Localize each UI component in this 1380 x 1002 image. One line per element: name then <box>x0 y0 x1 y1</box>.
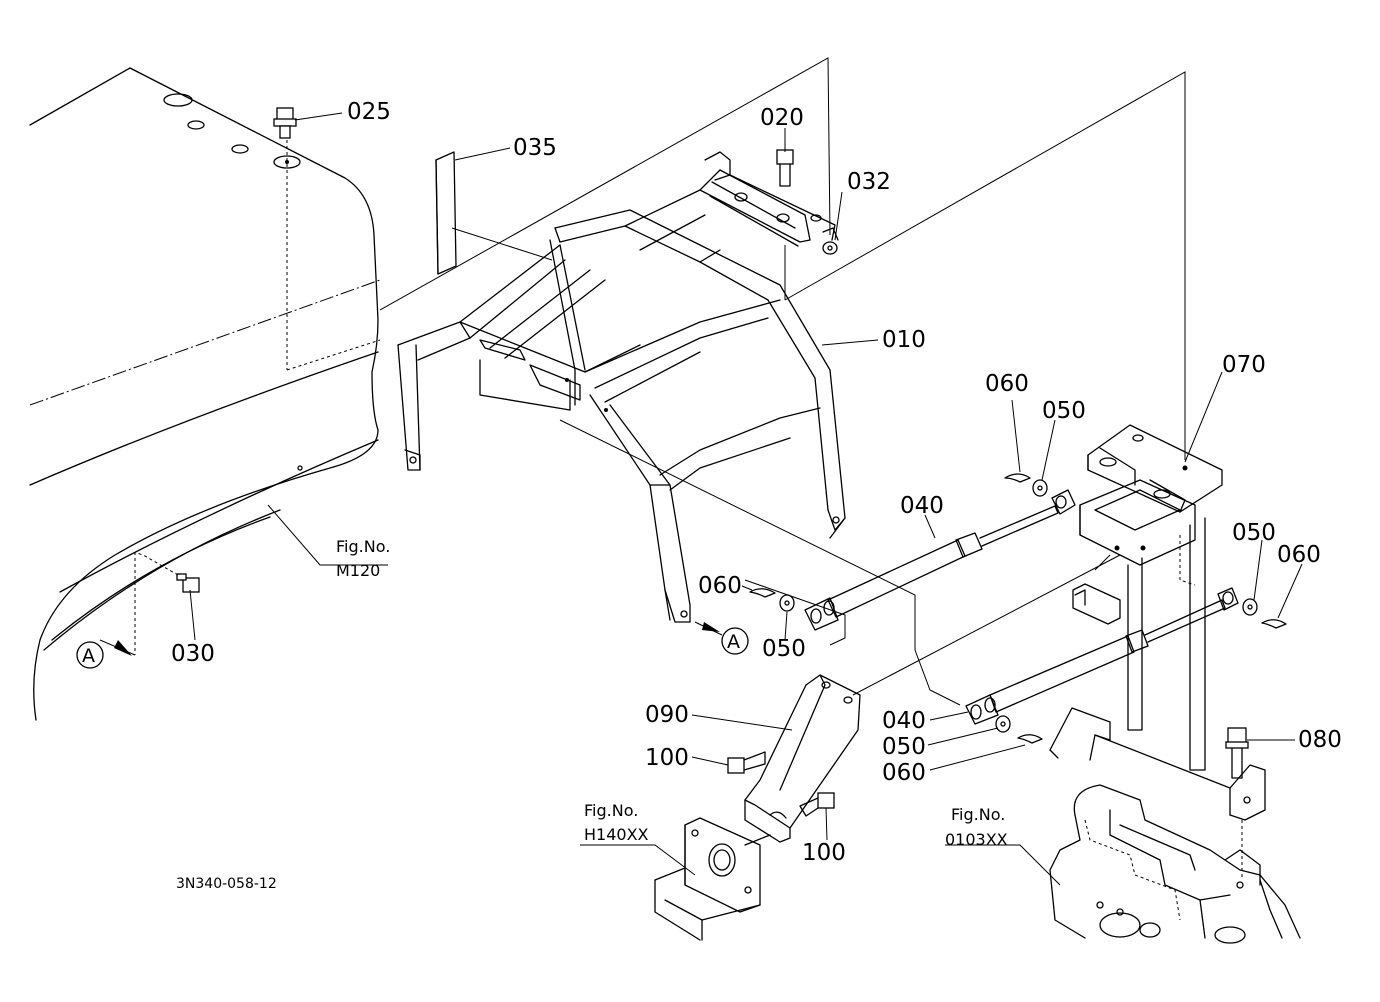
callout-100-left: 100 <box>645 745 689 771</box>
view-marker-left: A <box>76 552 136 669</box>
callout-labels: 025 035 020 032 010 060 050 070 040 050 … <box>171 99 1342 866</box>
fig-0103-title: Fig.No. <box>951 805 1005 824</box>
callout-060-top: 060 <box>985 371 1029 397</box>
fig-0103-code: 0103XX <box>945 830 1008 849</box>
washers-and-pins <box>749 473 1287 744</box>
gas-spring-upper <box>804 489 1076 631</box>
stand-070 <box>1049 424 1266 880</box>
callout-070: 070 <box>1222 352 1266 378</box>
callout-050-left: 050 <box>762 636 806 662</box>
bolt-025 <box>273 107 381 371</box>
callout-050-top: 050 <box>1042 398 1086 424</box>
callout-050-lower: 050 <box>882 734 926 760</box>
callout-060-right: 060 <box>1277 542 1321 568</box>
callout-060-lower: 060 <box>882 760 926 786</box>
callout-025: 025 <box>347 99 391 125</box>
fig-m120-code: M120 <box>336 561 380 580</box>
callout-030: 030 <box>171 641 215 667</box>
callout-020: 020 <box>760 105 804 131</box>
fig-h140-code: H140XX <box>584 825 649 844</box>
callout-035: 035 <box>513 135 557 161</box>
frame-010 <box>397 169 846 623</box>
callout-100-bottom: 100 <box>802 840 846 866</box>
bracket-090 <box>727 674 861 843</box>
shaft-assembly <box>699 149 839 255</box>
gas-spring-lower <box>965 587 1239 725</box>
hood-outline <box>29 67 381 721</box>
view-marker-label-left: A <box>82 645 95 667</box>
fig-m120-title: Fig.No. <box>336 537 390 556</box>
leader-lines <box>189 112 1303 886</box>
view-marker-center: A <box>694 621 749 655</box>
mount-h140 <box>654 817 771 941</box>
transmission-0103 <box>1049 784 1301 944</box>
callout-090: 090 <box>645 702 689 728</box>
phantom-lines <box>379 57 1186 706</box>
callout-080: 080 <box>1298 727 1342 753</box>
figure-references: Fig.No. M120 Fig.No. H140XX Fig.No. 0103… <box>336 537 1008 849</box>
fig-h140-title: Fig.No. <box>584 801 638 820</box>
callout-060-left: 060 <box>698 573 742 599</box>
diagram-code: 3N340-058-12 <box>176 876 277 892</box>
view-marker-label-center: A <box>727 631 740 653</box>
callout-040-upper: 040 <box>900 493 944 519</box>
plate-035 <box>435 151 457 275</box>
callout-050-right: 050 <box>1232 520 1276 546</box>
bolt-030 <box>134 551 200 593</box>
callout-040-lower: 040 <box>882 708 926 734</box>
callout-010: 010 <box>882 327 926 353</box>
callout-032: 032 <box>847 169 891 195</box>
